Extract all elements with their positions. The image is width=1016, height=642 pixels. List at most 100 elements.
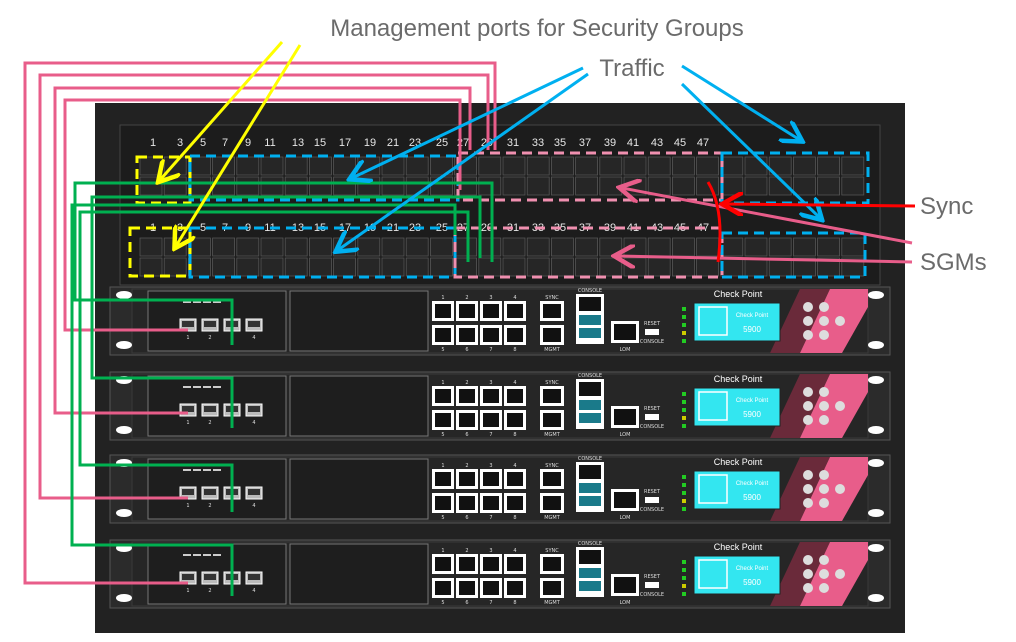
sync-label: SYNC: [545, 295, 559, 301]
lcd-nav-button[interactable]: [803, 316, 813, 326]
lcd-nav-button[interactable]: [803, 415, 813, 425]
switch-port-number: 9: [245, 137, 251, 149]
switch-port-number: 37: [579, 137, 591, 149]
eth-label: 7: [489, 600, 492, 606]
sync-arrow: [725, 204, 916, 206]
traffic-arrow: [352, 66, 584, 178]
switch-port: [357, 237, 381, 257]
traffic-ports-group-bottom-right: [720, 231, 867, 279]
traffic-arrow: [681, 64, 800, 140]
switch-port: [599, 156, 623, 176]
switch-port: [720, 257, 744, 277]
sgm-arrow: [617, 256, 913, 262]
sfp-port-label: 4: [252, 335, 255, 341]
switch-port: [454, 257, 478, 277]
switch-port: [236, 237, 260, 257]
sgm-cable: [23, 61, 497, 585]
eth-label: 6: [465, 515, 468, 521]
lcd-nav-button[interactable]: [819, 316, 829, 326]
lcd-nav-button[interactable]: [819, 387, 829, 397]
lcd-nav-button[interactable]: [803, 484, 813, 494]
switch-port: [478, 257, 502, 277]
eth-label: 5: [441, 432, 444, 438]
sfp-port-label: 2: [208, 503, 211, 509]
switch-port: [429, 176, 453, 196]
lcd-nav-button[interactable]: [819, 302, 829, 312]
lcd-nav-button[interactable]: [803, 583, 813, 593]
cables: [23, 61, 497, 596]
eth-label: 2: [465, 463, 468, 469]
rack-ear-hole: [868, 341, 884, 349]
status-led: [682, 408, 686, 412]
switch-port: [260, 237, 284, 257]
lcd-nav-button[interactable]: [819, 330, 829, 340]
traffic-ports-group-bottom: [188, 226, 457, 279]
lcd-nav-button[interactable]: [803, 387, 813, 397]
switch-port: [139, 237, 163, 257]
lcd-nav-button[interactable]: [803, 302, 813, 312]
lcd-nav-button[interactable]: [835, 316, 845, 326]
sfp-port-label: 4: [252, 588, 255, 594]
sgm-cable: [63, 98, 462, 332]
rack-ear-hole: [116, 291, 132, 299]
switch-port: [284, 176, 308, 196]
lcd-nav-button[interactable]: [819, 484, 829, 494]
switch-port: [236, 156, 260, 176]
lcd-monitor-icon: [698, 391, 728, 421]
switch-port: [308, 257, 332, 277]
switch-port: [768, 176, 792, 196]
lcd-nav-button[interactable]: [803, 330, 813, 340]
lcd-nav-button[interactable]: [835, 401, 845, 411]
switch-port: [502, 257, 526, 277]
lom-label: LOM: [620, 515, 631, 521]
lcd-nav-button[interactable]: [803, 569, 813, 579]
switch-port: [163, 237, 187, 257]
lcd-nav-button[interactable]: [819, 470, 829, 480]
sgm-ports-group-top: [456, 151, 724, 202]
switch-port: [284, 156, 308, 176]
lcd-nav-button[interactable]: [803, 555, 813, 565]
label-sync: Sync: [920, 193, 973, 220]
switch-port-number: 13: [292, 222, 304, 234]
label-traffic: Traffic: [599, 55, 664, 82]
lcd-nav-button[interactable]: [819, 498, 829, 508]
lcd-nav-button[interactable]: [803, 470, 813, 480]
lcd-nav-button[interactable]: [819, 401, 829, 411]
status-led: [682, 400, 686, 404]
usb-c-console: [645, 414, 659, 420]
lcd-nav-button[interactable]: [819, 569, 829, 579]
eth-label: 5: [441, 515, 444, 521]
switch-port: [357, 257, 381, 277]
switch-port: [623, 257, 647, 277]
lcd-brand: Check Point: [736, 481, 769, 487]
lcd-nav-button[interactable]: [819, 583, 829, 593]
switch-port: [478, 176, 502, 196]
sfp-port-label: 2: [208, 420, 211, 426]
sfp-port-label: 1: [186, 335, 189, 341]
switch-port: [429, 257, 453, 277]
switch-port: [357, 176, 381, 196]
switch-port-number: 1: [150, 137, 156, 149]
lcd-monitor-icon: [698, 559, 728, 589]
lcd-nav-button[interactable]: [835, 569, 845, 579]
lcd-nav-button[interactable]: [803, 498, 813, 508]
switch-port: [599, 237, 623, 257]
lcd-nav-button[interactable]: [803, 401, 813, 411]
switch-port-number: 43: [651, 137, 663, 149]
switch-port: [381, 176, 405, 196]
switch-port: [720, 156, 744, 176]
rack-ear-hole: [868, 376, 884, 384]
switch-port: [768, 237, 792, 257]
lcd-nav-button[interactable]: [819, 555, 829, 565]
eth-label: 8: [513, 515, 516, 521]
switch-port: [841, 237, 865, 257]
sync-cable: [90, 195, 482, 428]
eth-label: 1: [441, 380, 444, 386]
mgmt-label: MGMT: [544, 515, 561, 521]
lcd-nav-button[interactable]: [819, 415, 829, 425]
status-led: [682, 560, 686, 564]
lcd-nav-button[interactable]: [835, 484, 845, 494]
switch-port: [526, 257, 550, 277]
lom-label: LOM: [620, 432, 631, 438]
